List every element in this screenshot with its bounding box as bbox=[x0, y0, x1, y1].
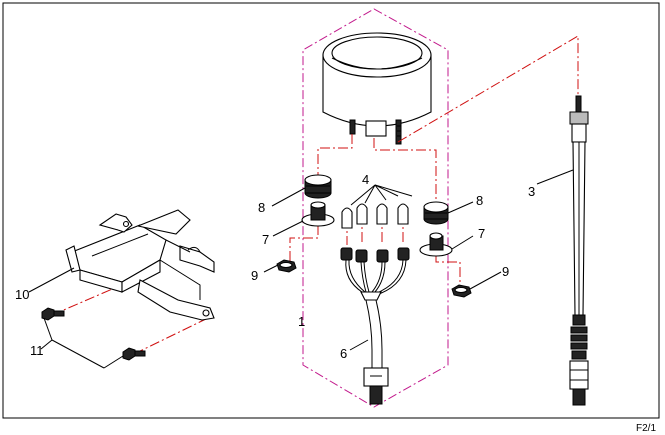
collar-left bbox=[301, 201, 335, 227]
callout-4: 4 bbox=[362, 172, 369, 187]
collar-right bbox=[419, 232, 453, 257]
speedometer-cable bbox=[569, 95, 589, 406]
grommet-left bbox=[304, 174, 332, 199]
callout-8-left: 8 bbox=[258, 200, 265, 215]
callout-6: 6 bbox=[340, 346, 347, 361]
callout-7-right: 7 bbox=[478, 226, 485, 241]
assembly-boundary bbox=[302, 8, 449, 408]
grommet-right bbox=[423, 201, 449, 225]
diagram-frame bbox=[2, 2, 660, 419]
bulbs bbox=[341, 203, 409, 229]
callout-3: 3 bbox=[528, 184, 535, 199]
callout-10: 10 bbox=[15, 287, 29, 302]
callout-7-left: 7 bbox=[262, 232, 269, 247]
wiring-harness bbox=[340, 247, 410, 405]
page-code: F2/1 bbox=[636, 423, 656, 434]
callout-1: 1 bbox=[298, 314, 305, 329]
nut-left bbox=[276, 259, 297, 273]
callout-9-left: 9 bbox=[251, 268, 258, 283]
speedometer-head bbox=[322, 32, 432, 145]
callout-9-right: 9 bbox=[502, 264, 509, 279]
bolts bbox=[41, 307, 146, 361]
callout-8-right: 8 bbox=[476, 193, 483, 208]
leader-lines bbox=[28, 169, 574, 369]
callout-11: 11 bbox=[30, 343, 44, 358]
mounting-bracket bbox=[65, 209, 215, 321]
nut-right bbox=[451, 284, 472, 298]
